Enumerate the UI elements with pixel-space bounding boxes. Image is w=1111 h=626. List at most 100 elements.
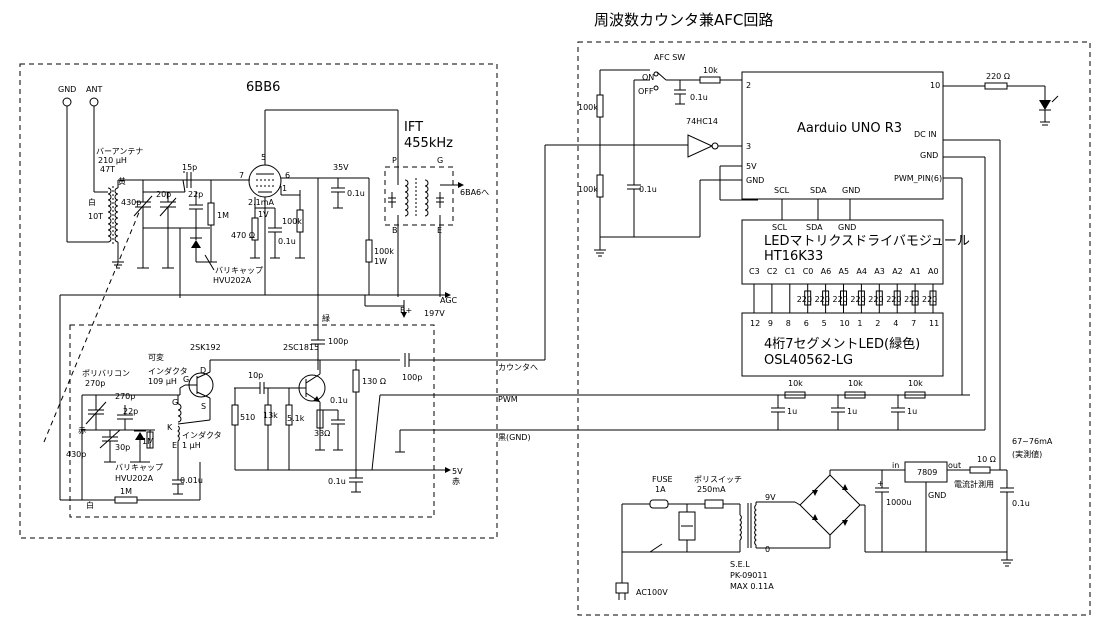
antenna-coil-secondary [114,187,119,243]
w1-label: 1W [374,257,387,266]
fuse-a-label: 1A [655,485,666,494]
drv-gnd: GND [838,223,856,232]
off-label: OFF [638,87,654,96]
on-label: ON [642,73,654,82]
fuse-label: FUSE [652,475,673,484]
v9-label: 9V [765,493,776,502]
varicap1-model: HVU202A [213,276,252,285]
power-supply: FUSE 1A ポリスイッチ 250mA AC100V 9V 0 S.E.L P… [615,437,1053,600]
led-pin-label: 8 [786,319,791,328]
r10k-c-label: 10k [788,379,803,388]
bar-antenna-turns: 47T [100,165,115,174]
c270p-label: 270p [85,379,105,388]
c430p-b-label: 430p [66,450,86,459]
uno-5v: 5V [746,162,757,171]
reg-label: 7809 [917,468,937,477]
c001u-label: 0.01u [180,476,203,485]
ind2-label: インダクタ [182,430,222,440]
seg-resistor-label: 220 [815,295,830,304]
fet-label: 2SK192 [190,343,221,352]
seg-resistor [840,290,847,306]
c10p-label: 10p [248,371,263,380]
fet-s: S [201,402,206,411]
v197-label: 197V [424,309,445,318]
fet-g: G [183,375,189,384]
tube-gridv: 1V [258,210,269,219]
poly-label: ポリバリコン [82,369,130,378]
c430p-label: 430p [121,198,141,207]
k-label: K [167,423,173,432]
ift-freq: 455kHz [404,136,453,151]
ift-name: IFT [404,120,423,135]
r100k-a-label: 100k [282,217,302,226]
var-ind3-label: 109 μH [148,377,177,386]
led-pin-label: 5 [822,319,827,328]
drv-pin-label: A2 [892,267,903,276]
led-pin-label: 6 [804,319,809,328]
uno-gnd: GND [746,176,764,185]
drv-pin-label: C1 [785,267,796,276]
led-title1: 4桁7セグメントLED(緑色) [764,336,920,352]
drv-pin-label: A5 [839,267,850,276]
polysw-label: ポリスイッチ [694,475,742,484]
c1000u-plus: + [877,479,884,488]
drv-title1: LEDマトリクスドライバモジュール [764,234,970,249]
trans-label: PK-09011 [730,571,768,580]
led-pin-label: 10 [840,319,850,328]
uno-pin3: 3 [746,142,751,151]
r13k-label: 13k [263,411,278,420]
drv-pin-label: A0 [928,267,939,276]
ift-box [384,166,454,226]
drv-pin-label: A1 [910,267,921,276]
ift-transformer: IFT 455kHz P G B E 6BA6へ [388,120,489,297]
tuning-caps: 430p 20p 22p [121,179,210,269]
seg-resistor-label: 220 [850,295,865,304]
afc-section: AFC SW ON OFF 10k 0.1u 100k 100k 0.1u [578,53,1059,470]
bjt-label: 2SC1815 [283,343,319,352]
tube-pin7: 7 [239,171,244,180]
arduino-uno [741,71,944,200]
led-7seg-module [741,312,944,377]
c01u-b-label: 0.1u [347,189,365,198]
c270p-b-label: 270p [115,392,135,401]
uno-label: Aarduio UNO R3 [797,121,902,136]
c1u-a-label: 1u [787,407,797,416]
drv-pin-label: C3 [749,267,760,276]
r10k-b-label: 10k [848,379,863,388]
meas-label: 電流計測用 [954,479,994,489]
ant-terminal [89,97,99,107]
drv-title2: HT16K33 [764,249,823,264]
r1m-c-label: 1M [142,437,154,446]
seg-resistor-label: 220 [922,295,937,304]
c1000u-label: 1000u [886,498,911,507]
c1u-b-label: 1u [847,407,857,416]
uno-pwm: PWM_PIN(6) [894,174,942,183]
tube-pin1: 1 [282,184,287,193]
seg-resistor-label: 220 [868,295,883,304]
c30p-label: 30p [115,443,130,452]
drv-sda: SDA [806,223,823,232]
v5-label: 5V [452,467,463,476]
afc-box [577,41,1091,616]
tube-pin5: 5 [261,153,266,162]
r10-label: 10 Ω [977,455,996,464]
led-pin-label: 9 [768,319,773,328]
r100k-afc1-label: 100k [578,103,598,112]
black-gnd-label: 黒(GND) [498,433,531,442]
uno-gnd3: GND [842,186,860,195]
red-wire-label: 赤 [452,477,460,486]
reg-in: in [892,461,899,470]
varicap2-model: HVU202A [115,474,154,483]
var-ind2-label: インダクタ [148,366,188,376]
bridge-rectifier [799,474,861,536]
drv-pin-label: C2 [767,267,778,276]
antenna-coil-primary [107,187,112,243]
fet-d: D [200,366,206,375]
max-label: MAX 0.11A [730,582,774,591]
pwm-label: PWM [498,395,518,404]
tube-pin6: 6 [285,171,290,180]
led-pin-label: 1 [857,319,862,328]
r100k-afc2-label: 100k [578,185,598,194]
